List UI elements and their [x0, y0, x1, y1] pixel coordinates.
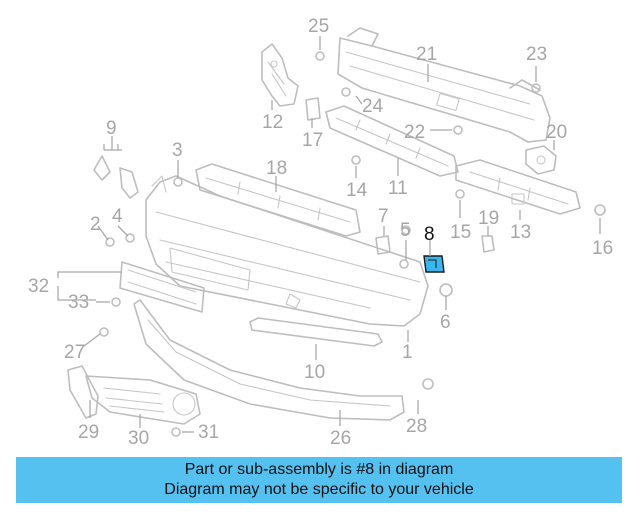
callout-1: 1: [402, 342, 413, 363]
bracket-12: [261, 43, 299, 107]
callout-25: 25: [308, 16, 329, 37]
callout-4: 4: [112, 206, 123, 227]
lower-spoiler-26: [133, 299, 405, 421]
callout-7: 7: [378, 206, 389, 227]
callout-15: 15: [450, 222, 471, 243]
callout-29: 29: [78, 422, 99, 443]
bracket-19: [481, 235, 495, 253]
callout-21: 21: [416, 44, 437, 65]
absorber-11: [325, 105, 459, 177]
callout-8: 8: [424, 224, 435, 245]
callout-28: 28: [406, 416, 427, 437]
callout-2: 2: [90, 214, 101, 235]
bracket-9: [93, 155, 139, 199]
callout-labels: 1 2 3 4 5 6 7 8 9 10 11 12 13 14 15 16 1…: [28, 16, 613, 449]
callout-14: 14: [346, 180, 368, 201]
callout-27: 27: [64, 342, 85, 363]
parts-diagram: 1 2 3 4 5 6 7 8 9 10 11 12 13 14 15 16 1…: [28, 16, 613, 449]
callout-5: 5: [400, 220, 411, 241]
callout-31: 31: [198, 422, 219, 443]
side-bracket-13: [455, 159, 581, 215]
fog-grille-30: [85, 375, 201, 425]
callout-3: 3: [172, 140, 183, 161]
callout-24: 24: [362, 96, 384, 117]
bumper-cover-1: [145, 175, 429, 327]
upper-absorber-18: [195, 163, 361, 237]
license-bracket-32: [119, 261, 205, 313]
callout-18: 18: [266, 158, 287, 179]
callout-20: 20: [546, 122, 567, 143]
callout-9: 9: [106, 118, 117, 139]
molding-10: [249, 317, 383, 347]
callout-19: 19: [478, 208, 499, 229]
callout-22: 22: [404, 122, 425, 143]
leader-lines: [57, 36, 601, 433]
banner-line-part-number: Part or sub-assembly is #8 in diagram: [184, 461, 454, 478]
clip-17: [305, 97, 321, 121]
callout-13: 13: [510, 222, 531, 243]
callout-16: 16: [592, 238, 613, 259]
callout-17: 17: [302, 130, 323, 151]
fog-bezel-29: [67, 365, 99, 419]
callout-30: 30: [128, 428, 149, 449]
banner-line-disclaimer: Diagram may not be specific to your vehi…: [164, 481, 474, 498]
info-banner: Part or sub-assembly is #8 in diagram Di…: [16, 457, 622, 503]
bracket-20: [525, 145, 557, 175]
callout-12: 12: [262, 112, 283, 133]
part-8-highlight[interactable]: [423, 255, 445, 273]
callout-6: 6: [440, 312, 451, 333]
callout-33: 33: [68, 292, 89, 313]
callout-11: 11: [388, 178, 408, 199]
bracket-7: [375, 235, 391, 255]
callout-10: 10: [304, 362, 325, 383]
callout-26: 26: [330, 428, 351, 449]
fasteners: [99, 51, 606, 437]
callout-23: 23: [526, 44, 547, 65]
callout-32: 32: [28, 276, 49, 297]
bumper-reinforcement-21: [337, 27, 551, 143]
